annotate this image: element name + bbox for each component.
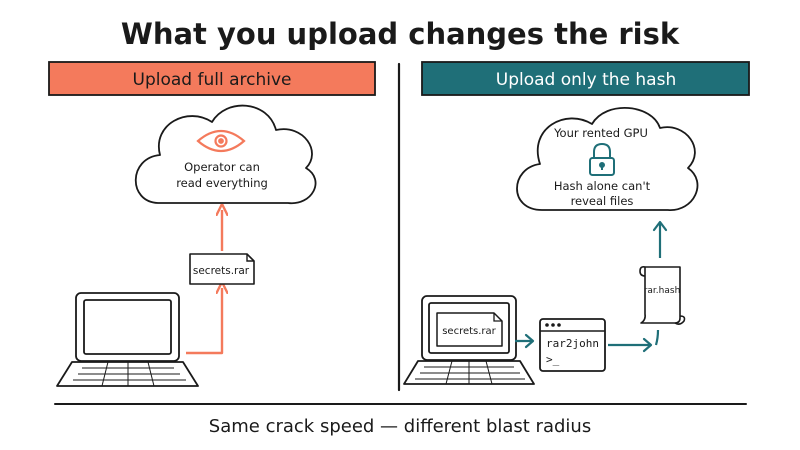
left-header-banner (48, 61, 376, 96)
cloud-text-line1: Operator can (184, 160, 260, 174)
right-header-label: Upload only the hash (496, 70, 676, 90)
upload-hash-arrow-head (652, 220, 668, 232)
terminal-command: rar2john (546, 337, 599, 350)
eye-icon (196, 129, 246, 153)
local-archive-label: secrets.rar (442, 326, 496, 337)
hash-scroll: rar.hash (639, 266, 686, 325)
footer-caption: Same crack speed — different blast radiu… (209, 416, 591, 437)
upload-arrow (186, 288, 222, 355)
hash-arrow-head (642, 337, 653, 353)
gpu-cloud-title: Your rented GPU (553, 126, 648, 140)
left-panel: Upload full archive Operator can read ev… (48, 61, 376, 387)
right-header-banner (421, 61, 750, 96)
terminal-prompt: >_ (546, 353, 560, 366)
gpu-cloud (516, 107, 699, 211)
left-header-label: Upload full archive (133, 70, 292, 90)
extract-arrow-head (524, 333, 535, 349)
terminal-window: rar2john >_ (539, 318, 606, 372)
operator-cloud (134, 104, 317, 204)
page-title: What you upload changes the risk (121, 17, 680, 51)
hash-arrow-rise (654, 329, 660, 346)
laptop-icon (56, 292, 199, 387)
padlock-icon (589, 143, 615, 176)
archive-file: secrets.rar (189, 253, 255, 285)
cloud-text-line2: read everything (176, 176, 268, 190)
archive-file-label: secrets.rar (193, 265, 250, 277)
local-archive-file: secrets.rar (436, 312, 503, 347)
gpu-cloud-line2: Hash alone can't (554, 179, 651, 193)
gpu-cloud-line3: reveal files (571, 194, 634, 208)
right-panel: Upload only the hash Your rented GPU Has… (403, 61, 750, 385)
hash-file-label: rar.hash (644, 286, 681, 296)
